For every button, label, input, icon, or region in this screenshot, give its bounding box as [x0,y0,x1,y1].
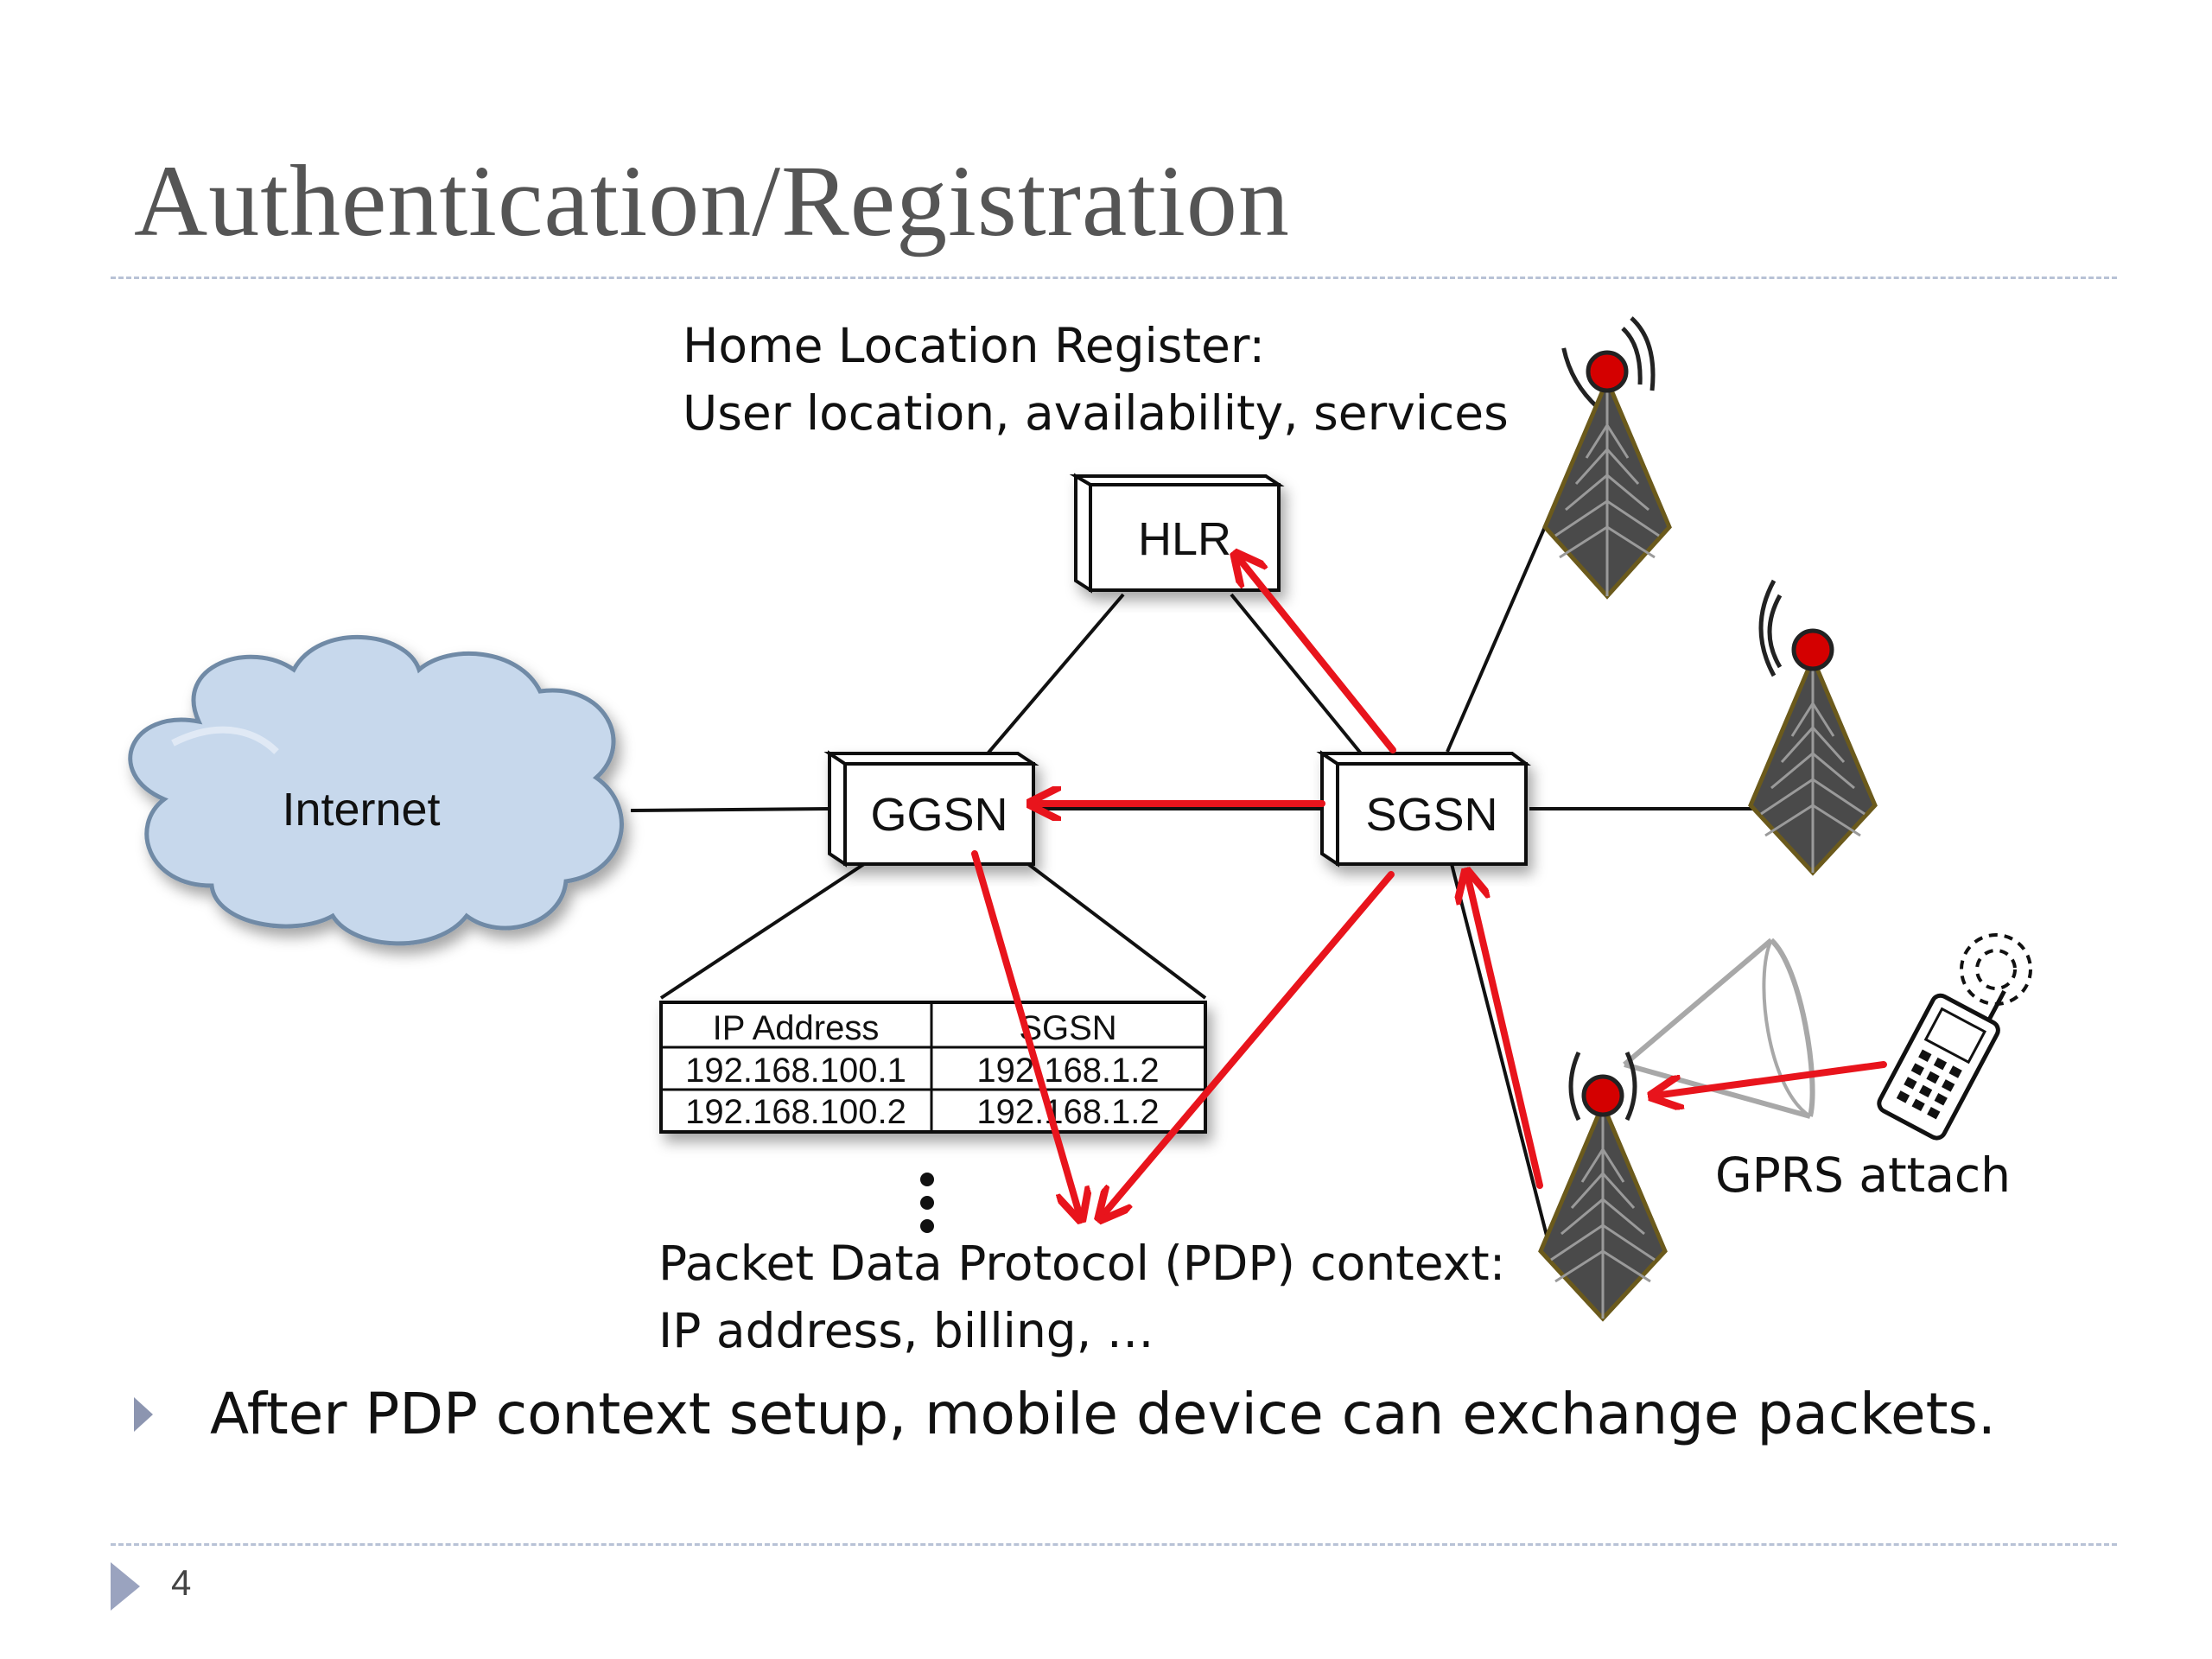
table-cell: 192.168.1.2 [976,1093,1159,1131]
internet-cloud [128,634,624,946]
mobile-phone-icon [1877,989,2006,1141]
cell-tower-icon [1542,316,1672,600]
page-number: 4 [171,1562,192,1603]
slide-title: Authentication/Registration [134,144,1290,257]
network-links [630,522,1754,1236]
pdp-caption-line1: Packet Data Protocol (PDP) context: [658,1236,1506,1291]
cell-tower-icon [1538,1051,1668,1322]
table-header-ip: IP Address [713,1009,880,1047]
cell-tower-icon [1748,579,1878,876]
bullet-item: After PDP context setup, mobile device c… [134,1381,1996,1447]
gprs-attach-arrow [1655,1061,1887,1096]
sgsn-to-context-arrow [1102,871,1395,1217]
internet-label: Internet [282,784,440,836]
gprs-attach-label: GPRS attach [1715,1147,2012,1203]
table-cell: 192.168.1.2 [976,1052,1159,1090]
table-cell: 192.168.100.2 [685,1093,906,1131]
red-arrows [971,556,1887,1217]
table-cell: 192.168.100.1 [685,1052,906,1090]
ggsn-node [823,750,1039,868]
sgsn-node [1316,750,1531,868]
sgsn-to-hlr-arrow [1237,556,1396,753]
pdp-caption-line2: IP address, billing, … [658,1303,1154,1358]
hlr-caption-line2: User location, availability, services [683,385,1509,441]
phone-signal-icon [1960,933,2032,1006]
hlr-label: HLR [1138,513,1231,565]
title-divider [111,276,2117,279]
tower-to-sgsn-arrow [1467,874,1543,1189]
pdp-context-table [659,1001,1207,1134]
sgsn-label: SGSN [1365,789,1497,841]
hlr-caption-line1: Home Location Register: [683,318,1266,373]
bullet-text: After PDP context setup, mobile device c… [210,1381,1996,1447]
footer-divider [111,1543,2117,1546]
ggsn-label: GGSN [870,789,1007,841]
ellipsis-dots [920,1173,934,1233]
table-header-sgsn: SGSN [1019,1009,1116,1047]
bullet-marker-icon [134,1396,153,1432]
footer-marker-icon [111,1562,140,1611]
ggsn-to-context-arrow [971,850,1080,1217]
